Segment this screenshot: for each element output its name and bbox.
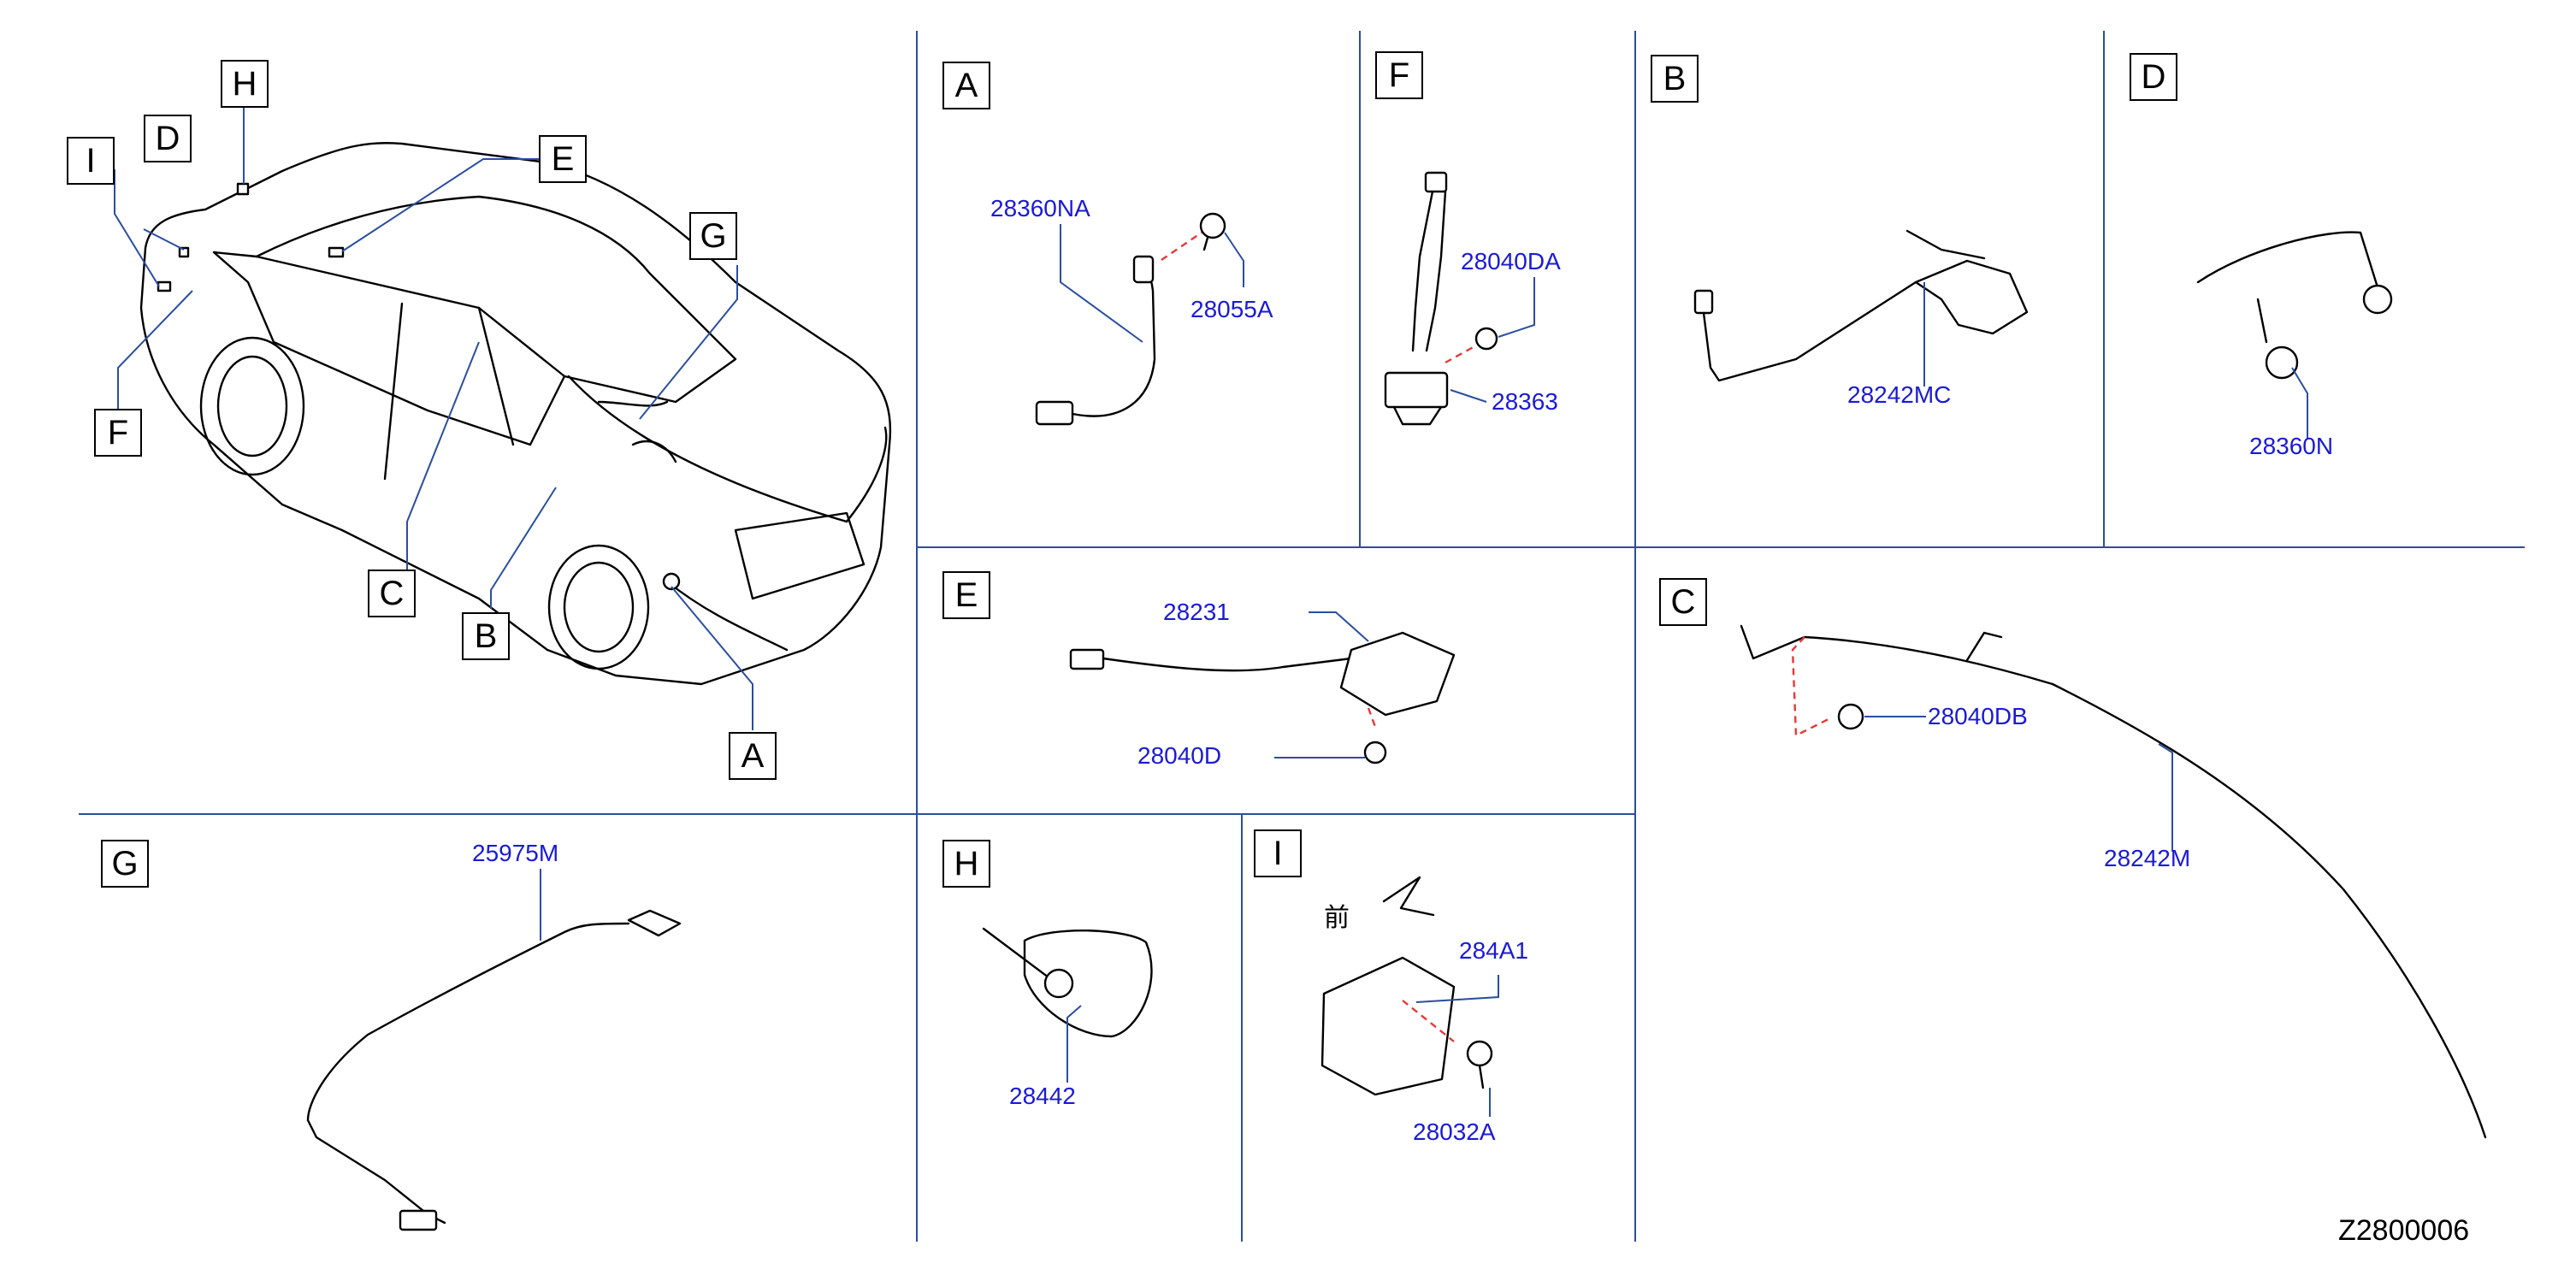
panel-i-label: I <box>1254 829 1302 877</box>
sensor-marker-i <box>157 280 172 292</box>
part-number-28040D: 28040D <box>1137 742 1222 769</box>
panel-e-label: E <box>942 571 990 619</box>
panel-i-drawing <box>1320 876 1499 1117</box>
panel-dividers <box>79 31 2525 1242</box>
front-direction-label: 前 <box>1324 903 1350 933</box>
part-number-28040DB: 28040DB <box>1928 703 2028 729</box>
panel-d-label: D <box>2130 53 2177 101</box>
part-number-28360NA: 28360NA <box>990 195 1090 221</box>
panel-b-label: B <box>1651 55 1699 103</box>
sensor-marker-e <box>328 246 345 258</box>
part-number-28363: 28363 <box>1492 388 1558 415</box>
part-number-28242MC: 28242MC <box>1847 381 1952 408</box>
part-number-28442: 28442 <box>1009 1083 1076 1109</box>
vehicle-callout-h: H <box>221 60 269 108</box>
vehicle-leader-lines <box>114 103 753 730</box>
sensor-marker-d <box>178 246 190 258</box>
part-number-28055A: 28055A <box>1191 296 1273 322</box>
part-number-28242M: 28242M <box>2104 845 2191 871</box>
panel-f-drawing <box>1384 171 1535 426</box>
part-number-28231: 28231 <box>1163 599 1230 625</box>
part-number-28032A: 28032A <box>1413 1118 1496 1145</box>
vehicle-callout-d: D <box>144 115 192 162</box>
part-number-284A1: 284A1 <box>1459 937 1528 964</box>
vehicle-callout-i: I <box>67 137 115 185</box>
panel-e-drawing <box>1069 611 1456 764</box>
panel-c-drawing <box>1740 624 2487 1139</box>
panel-c-label: C <box>1659 578 1707 626</box>
vehicle-callout-f: F <box>94 409 142 457</box>
part-number-25975M: 25975M <box>472 840 559 866</box>
vehicle-callout-c: C <box>368 570 416 617</box>
part-number-28040DA: 28040DA <box>1461 248 1561 274</box>
panel-f-label: F <box>1375 51 1423 99</box>
panel-a-drawing <box>1035 212 1244 426</box>
sensor-marker-h <box>236 182 250 196</box>
part-number-28360N: 28360N <box>2249 433 2334 459</box>
panel-g-drawing <box>306 869 682 1231</box>
vehicle-illustration <box>139 142 892 686</box>
panel-h-drawing <box>982 927 1153 1083</box>
sensor-marker-a <box>662 572 681 591</box>
vehicle-callout-a: A <box>729 732 777 780</box>
diagram-code: Z2800006 <box>2338 1214 2470 1247</box>
vehicle-callout-b: B <box>462 612 510 660</box>
panel-d-drawing <box>2196 231 2393 440</box>
panel-a-label: A <box>942 62 990 109</box>
vehicle-callout-g: G <box>689 212 737 260</box>
vehicle-callout-e: E <box>539 135 587 183</box>
panel-h-label: H <box>942 840 990 888</box>
panel-g-label: G <box>101 840 149 888</box>
panel-b-drawing <box>1693 229 2029 387</box>
